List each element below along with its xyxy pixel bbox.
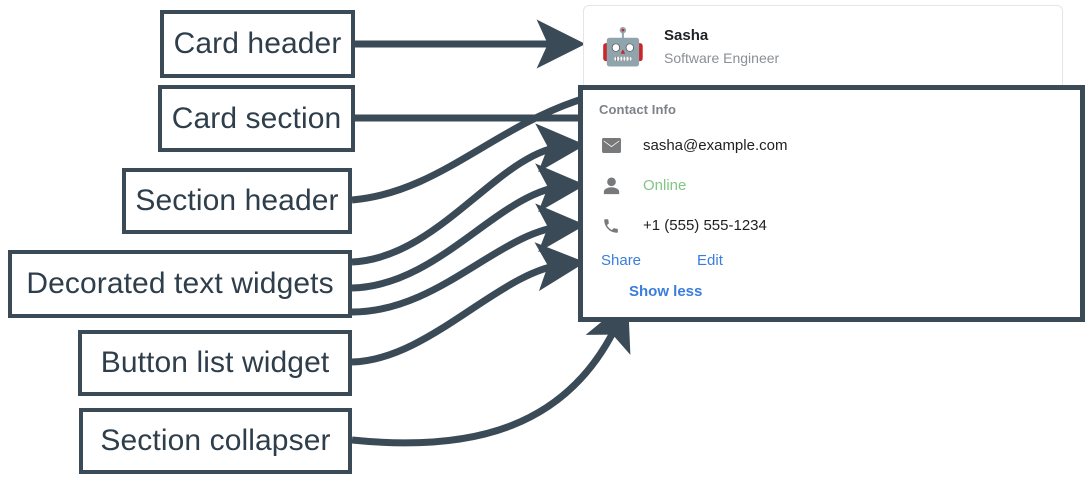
annotation-card-section: Card section (158, 85, 355, 152)
row-text: +1 (555) 555-1234 (643, 217, 767, 234)
arrow-section-collapser (351, 300, 631, 447)
card-header[interactable]: 🤖 Sasha Software Engineer (584, 6, 1062, 88)
card-section-content: Contact Info sasha@example.com (583, 90, 1080, 300)
annotation-card-header: Card header (160, 10, 355, 78)
robot-avatar-icon: 🤖 (600, 26, 646, 67)
annotation-label: Card header (173, 27, 342, 60)
person-icon (599, 175, 623, 197)
annotation-section-header: Section header (122, 168, 352, 234)
annotation-section-collapser: Section collapser (79, 408, 352, 474)
button-list-widget: Share Edit (599, 250, 1080, 271)
decorated-text-row-status[interactable]: Online (599, 170, 1080, 201)
card-title: Sasha (664, 26, 709, 44)
contact-card: 🤖 Sasha Software Engineer (583, 5, 1063, 89)
arrow-decorated-phone (351, 203, 586, 316)
edit-button[interactable]: Edit (697, 252, 723, 269)
annotation-label: Card section (171, 101, 342, 135)
arrow-decorated-email (351, 123, 586, 266)
annotation-label: Section header (135, 184, 339, 217)
annotation-decorated-text-widgets: Decorated text widgets (8, 250, 352, 318)
annotation-button-list-widget: Button list widget (78, 330, 352, 396)
row-text: sasha@example.com (643, 137, 788, 154)
decorated-text-row-email[interactable]: sasha@example.com (599, 130, 1080, 161)
annotation-label: Section collapser (100, 424, 331, 457)
phone-icon (599, 215, 623, 237)
section-header: Contact Info (599, 102, 677, 117)
decorated-text-row-phone[interactable]: +1 (555) 555-1234 (599, 210, 1080, 241)
share-button[interactable]: Share (601, 252, 642, 269)
arrow-decorated-status (351, 163, 586, 292)
email-icon (599, 135, 623, 157)
arrow-button-list (351, 242, 586, 366)
annotation-label: Decorated text widgets (26, 267, 334, 300)
section-collapser-button[interactable]: Show less (629, 283, 703, 300)
card-subtitle: Software Engineer (664, 49, 780, 66)
row-text: Online (643, 177, 687, 194)
card-header-text: Sasha Software Engineer (664, 26, 779, 69)
card-section: Contact Info sasha@example.com (578, 85, 1085, 322)
annotation-label: Button list widget (100, 346, 330, 379)
